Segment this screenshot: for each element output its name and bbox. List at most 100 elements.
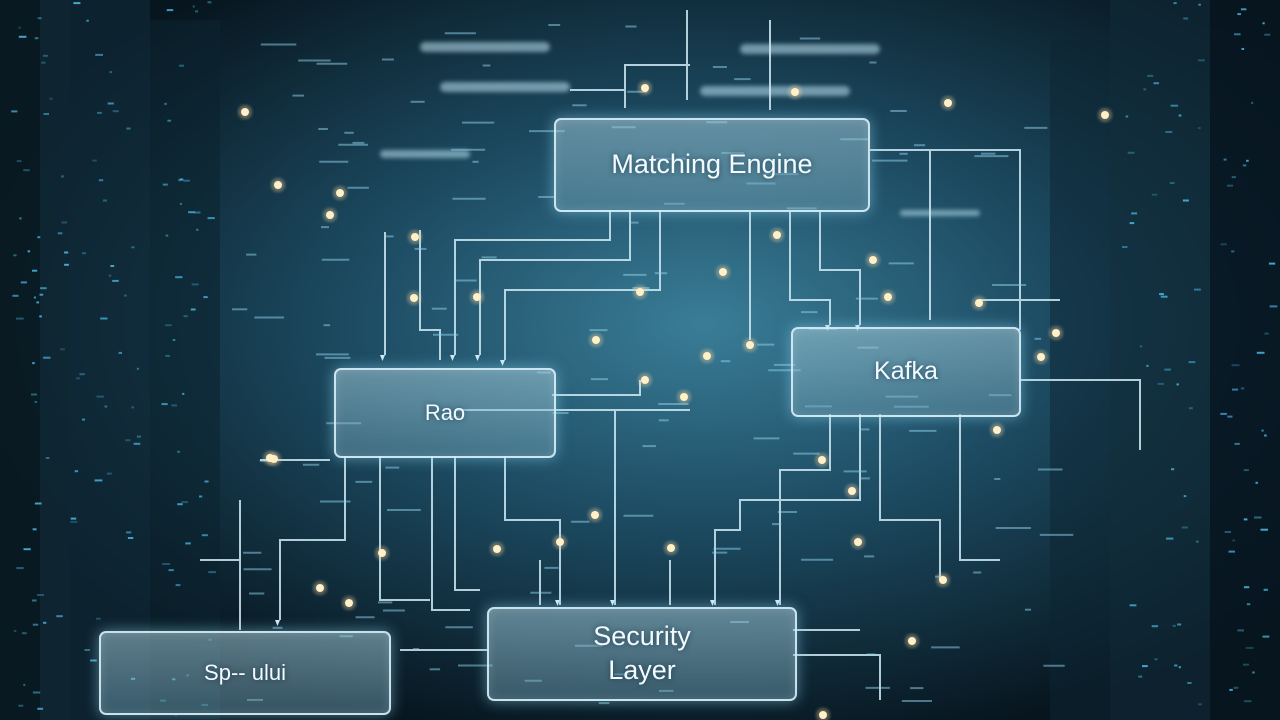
rack-light — [12, 294, 19, 297]
rack-light — [199, 495, 203, 498]
rack-light — [39, 293, 44, 296]
rack-light — [1220, 412, 1227, 415]
rack-light — [1183, 17, 1189, 20]
rack-light — [32, 691, 41, 694]
junction-dot — [1037, 353, 1045, 361]
rack-light — [1251, 101, 1254, 104]
rack-light — [92, 159, 97, 162]
node-matching-engine[interactable]: Matching Engine — [554, 118, 870, 212]
rack-light — [94, 479, 103, 482]
data-dashes — [232, 24, 1074, 705]
rack-light — [136, 367, 139, 370]
rack-light — [1189, 407, 1193, 410]
junction-dot — [884, 293, 892, 301]
rack-light — [175, 276, 183, 279]
rack-light — [179, 64, 185, 67]
junction-dot — [773, 231, 781, 239]
rack-light — [84, 649, 90, 651]
rack-light — [90, 659, 97, 662]
rack-light — [70, 517, 77, 520]
rack-light — [1255, 481, 1258, 484]
rack-light — [1269, 305, 1278, 308]
junction-dot — [410, 294, 418, 302]
rack-light — [1232, 388, 1239, 391]
junction-dot — [641, 84, 649, 92]
junction-dot — [1052, 329, 1060, 337]
rack-light — [100, 317, 108, 320]
rack-light — [204, 480, 209, 483]
junction-dots — [238, 81, 1112, 720]
rack-light — [82, 252, 86, 255]
rack-light — [20, 281, 27, 284]
rack-light — [13, 630, 17, 632]
node-bottom-left[interactable]: Sp-- ului — [99, 631, 391, 715]
rack-light — [1262, 22, 1265, 25]
rack-light — [86, 19, 89, 22]
rack-light — [1131, 212, 1138, 215]
rack-light — [1174, 664, 1178, 667]
rack-light — [136, 435, 141, 438]
rack-light — [1151, 625, 1159, 628]
rack-light — [1262, 635, 1270, 638]
rack-light — [56, 615, 63, 618]
rack-light — [172, 339, 176, 341]
junction-dot — [241, 108, 249, 116]
rack-light — [1159, 293, 1164, 296]
rack-light — [34, 502, 42, 505]
junction-dot — [719, 268, 727, 276]
rack-light — [21, 632, 27, 635]
rack-light — [175, 584, 181, 587]
junction-dot — [848, 487, 856, 495]
rack-light — [1170, 104, 1179, 107]
rack-light — [207, 1, 212, 4]
node-rao[interactable]: Rao — [334, 368, 556, 458]
rack-light — [1196, 540, 1199, 543]
node-label: Rao — [424, 400, 466, 426]
rack-light — [1181, 526, 1188, 529]
node-security-layer[interactable]: Security Layer — [487, 607, 797, 701]
rack-light — [164, 102, 167, 105]
rack-light — [1165, 131, 1173, 133]
rack-light — [1154, 658, 1158, 661]
rack-light — [177, 450, 180, 453]
rack-light — [203, 296, 208, 299]
rack-light — [16, 160, 22, 163]
rack-light — [1234, 33, 1241, 36]
rack-light — [82, 418, 85, 421]
junction-dot — [908, 637, 916, 645]
rack-light — [1172, 624, 1176, 627]
rack-light — [106, 472, 112, 475]
rack-light — [33, 296, 36, 299]
rack-light — [43, 356, 51, 359]
rack-light — [76, 377, 80, 380]
rack-light — [1232, 539, 1235, 542]
rack-light — [131, 246, 135, 249]
rack-light — [1157, 382, 1164, 385]
junction-dot — [869, 256, 877, 264]
rack-light — [1176, 383, 1179, 386]
rack-light — [1243, 586, 1250, 589]
rack-light — [19, 217, 22, 220]
rack-light — [1243, 469, 1249, 472]
rack-light — [61, 221, 68, 224]
node-kafka[interactable]: Kafka — [791, 327, 1021, 417]
rack-light — [1129, 222, 1135, 225]
junction-dot — [493, 545, 501, 553]
rack-light — [185, 542, 191, 545]
rack-light — [98, 179, 104, 182]
rack-light — [18, 26, 21, 29]
rack-light — [126, 127, 131, 130]
rack-light — [34, 401, 38, 403]
rack-light — [16, 317, 24, 320]
rack-light — [193, 211, 201, 214]
rack-light — [32, 528, 37, 531]
rack-light — [107, 102, 114, 105]
rack-light — [133, 442, 141, 445]
rack-light — [1129, 604, 1137, 607]
rack-light — [162, 183, 168, 186]
junction-dot — [1101, 111, 1109, 119]
rack-light — [112, 279, 119, 282]
rack-light — [1231, 176, 1236, 179]
rack-light — [102, 199, 107, 202]
rack-light — [1143, 88, 1147, 91]
